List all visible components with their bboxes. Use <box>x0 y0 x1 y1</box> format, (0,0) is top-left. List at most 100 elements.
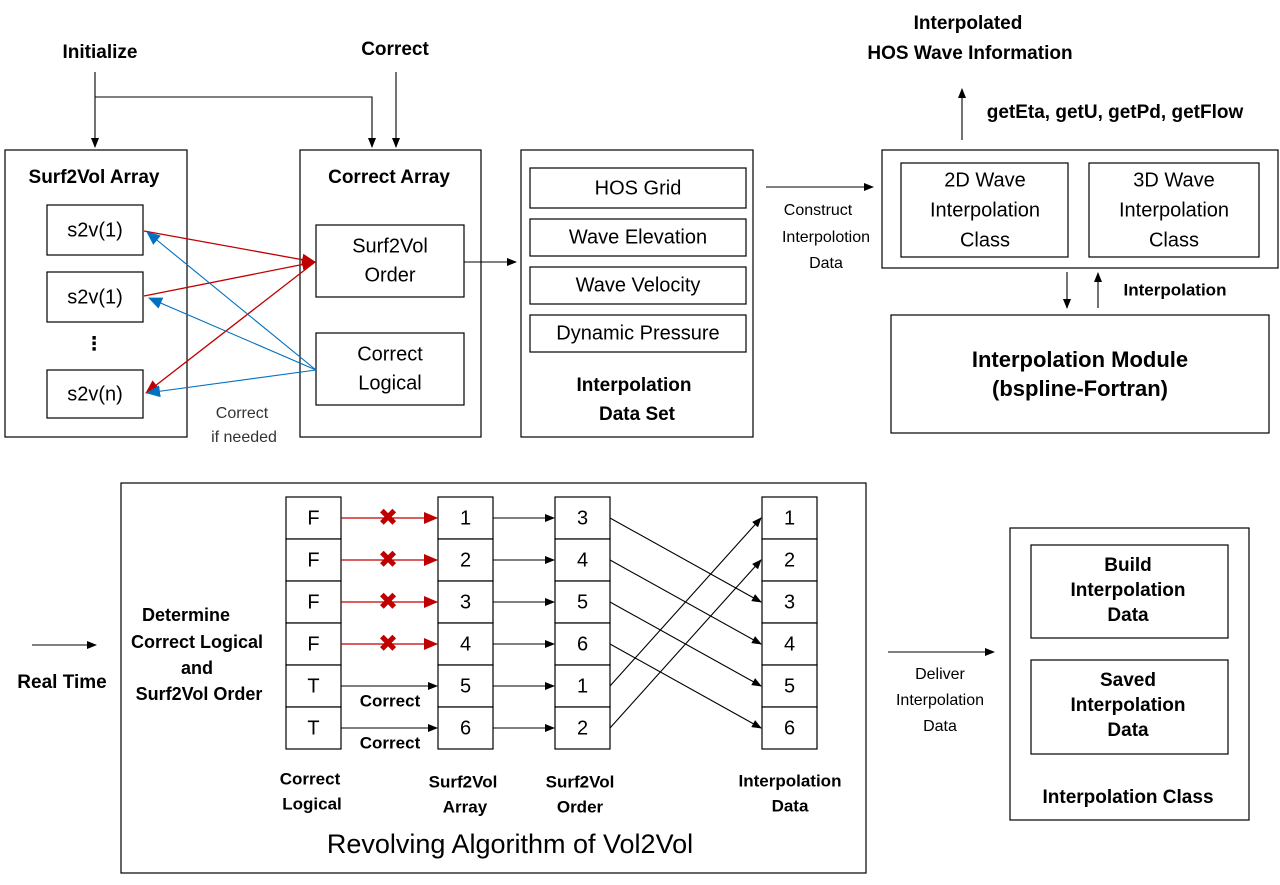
interpolation-data-cell <box>761 706 818 750</box>
build-label: Data <box>1107 605 1149 626</box>
interpolation-data-cell <box>761 496 818 540</box>
cell-value: 2 <box>784 549 795 571</box>
initialize-branch-arrow <box>95 96 376 148</box>
order-to-data-arrow <box>609 517 762 687</box>
cell-value: T <box>307 675 319 697</box>
wave-velocity: Wave Velocity <box>576 274 701 296</box>
dataset-title: Interpolation <box>576 375 691 396</box>
dynamic-pressure: Dynamic Pressure <box>556 322 719 344</box>
determine-label: Correct Logical <box>131 632 263 652</box>
class-3d: 3D Wave <box>1133 169 1215 191</box>
determine-label: Surf2Vol Order <box>136 684 263 704</box>
correct-logical-cell <box>285 580 342 624</box>
surf2vol-array-title: Surf2Vol Array <box>29 167 160 188</box>
initialize-label: Initialize <box>63 42 138 63</box>
cell-value: 2 <box>577 717 588 739</box>
cell-value: F <box>307 549 319 571</box>
x-mark-icon: ✖ <box>378 588 398 615</box>
getters-label: getEta, getU, getPd, getFlow <box>987 102 1244 123</box>
correct-logical-cell <box>285 538 342 582</box>
construct-label: Construct <box>784 202 853 219</box>
saved-label: Saved <box>1100 670 1156 691</box>
algorithm-columns: FFFFTT123456345612123456✖✖✖✖CorrectCorre… <box>285 496 818 752</box>
correct-label: Correct <box>360 733 421 752</box>
correct-if-needed: if needed <box>211 429 277 446</box>
module-title: (bspline-Fortran) <box>992 376 1168 401</box>
logical-label: Logical <box>358 372 421 394</box>
hos-grid: HOS Grid <box>595 177 682 199</box>
interpolation-data-cell <box>761 538 818 582</box>
construct-label: Data <box>809 255 843 272</box>
cell-value: 3 <box>784 591 795 613</box>
column-label: Interpolation <box>739 771 842 790</box>
build-label: Build <box>1104 555 1152 576</box>
correct-logical-cell <box>285 706 342 750</box>
cell-value: 4 <box>577 549 588 571</box>
cell-value: 2 <box>460 549 471 571</box>
interpolation-class-title: Interpolation Class <box>1042 787 1213 808</box>
cell-value: 4 <box>784 633 795 655</box>
saved-label: Interpolation <box>1070 695 1185 716</box>
class-2d: Interpolation <box>930 199 1040 221</box>
correct-array-box: Correct Array Surf2Vol Order Correct Log… <box>299 149 482 438</box>
column-label: Correct <box>280 769 341 788</box>
determine-label: and <box>181 658 213 678</box>
order-label: Order <box>364 264 415 286</box>
deliver-label: Deliver <box>915 666 965 683</box>
interpolation-class-box: Build Interpolation Data Saved Interpola… <box>1009 527 1250 821</box>
correct-logical-cell <box>285 622 342 666</box>
module-title: Interpolation Module <box>972 347 1188 372</box>
construct-label: Interpolotion <box>782 229 870 246</box>
ellipsis: ⋮ <box>85 334 104 355</box>
cell-value: 1 <box>577 675 588 697</box>
cell-value: 6 <box>784 717 795 739</box>
deliver-label: Data <box>923 718 957 735</box>
blue-arrows <box>146 231 317 398</box>
saved-label: Data <box>1107 720 1149 741</box>
cell-value: 1 <box>460 507 471 529</box>
real-time-label: Real Time <box>17 672 106 693</box>
interpolation-data-set-box: HOS Grid Wave Elevation Wave Velocity Dy… <box>520 149 754 438</box>
cell-value: 5 <box>784 675 795 697</box>
output-title: Interpolated <box>914 13 1023 34</box>
column-label: Logical <box>282 794 342 813</box>
order-label: Surf2Vol <box>352 235 428 257</box>
correct-logical-cell <box>285 496 342 540</box>
deliver-label: Interpolation <box>896 692 984 709</box>
s2v-item: s2v(n) <box>67 383 123 405</box>
interpolation-data-cell <box>761 664 818 708</box>
interpolation-data-cell <box>761 622 818 666</box>
red-arrows <box>143 230 316 394</box>
surf2vol-array-cell <box>437 538 494 582</box>
cell-value: 1 <box>784 507 795 529</box>
build-label: Interpolation <box>1070 580 1185 601</box>
x-mark-icon: ✖ <box>378 546 398 573</box>
cell-value: F <box>307 633 319 655</box>
wave-elevation: Wave Elevation <box>569 226 707 248</box>
cell-value: 5 <box>460 675 471 697</box>
class-3d: Class <box>1149 229 1199 251</box>
x-mark-icon: ✖ <box>378 630 398 657</box>
output-title: HOS Wave Information <box>867 43 1072 64</box>
s2v-item: s2v(1) <box>67 219 123 241</box>
cell-value: 3 <box>460 591 471 613</box>
correct-label: Correct <box>361 39 429 60</box>
column-label: Surf2Vol <box>429 772 498 791</box>
correct-if-needed: Correct <box>216 405 269 422</box>
column-label: Order <box>557 797 604 816</box>
class-3d: Interpolation <box>1119 199 1229 221</box>
surf2vol-order-cell <box>554 706 611 750</box>
cell-value: 3 <box>577 507 588 529</box>
caption: Revolving Algorithm of Vol2Vol <box>327 829 693 859</box>
correct-array-title: Correct Array <box>328 167 450 188</box>
cell-value: F <box>307 507 319 529</box>
dataset-title: Data Set <box>599 404 676 425</box>
surf2vol-array-cell <box>437 496 494 540</box>
correct-label: Correct <box>360 691 421 710</box>
cell-value: 5 <box>577 591 588 613</box>
interpolation-module-box <box>890 314 1270 434</box>
surf2vol-array-cell <box>437 664 494 708</box>
surf2vol-order-cell <box>554 622 611 666</box>
order-to-data-arrow <box>609 559 762 729</box>
